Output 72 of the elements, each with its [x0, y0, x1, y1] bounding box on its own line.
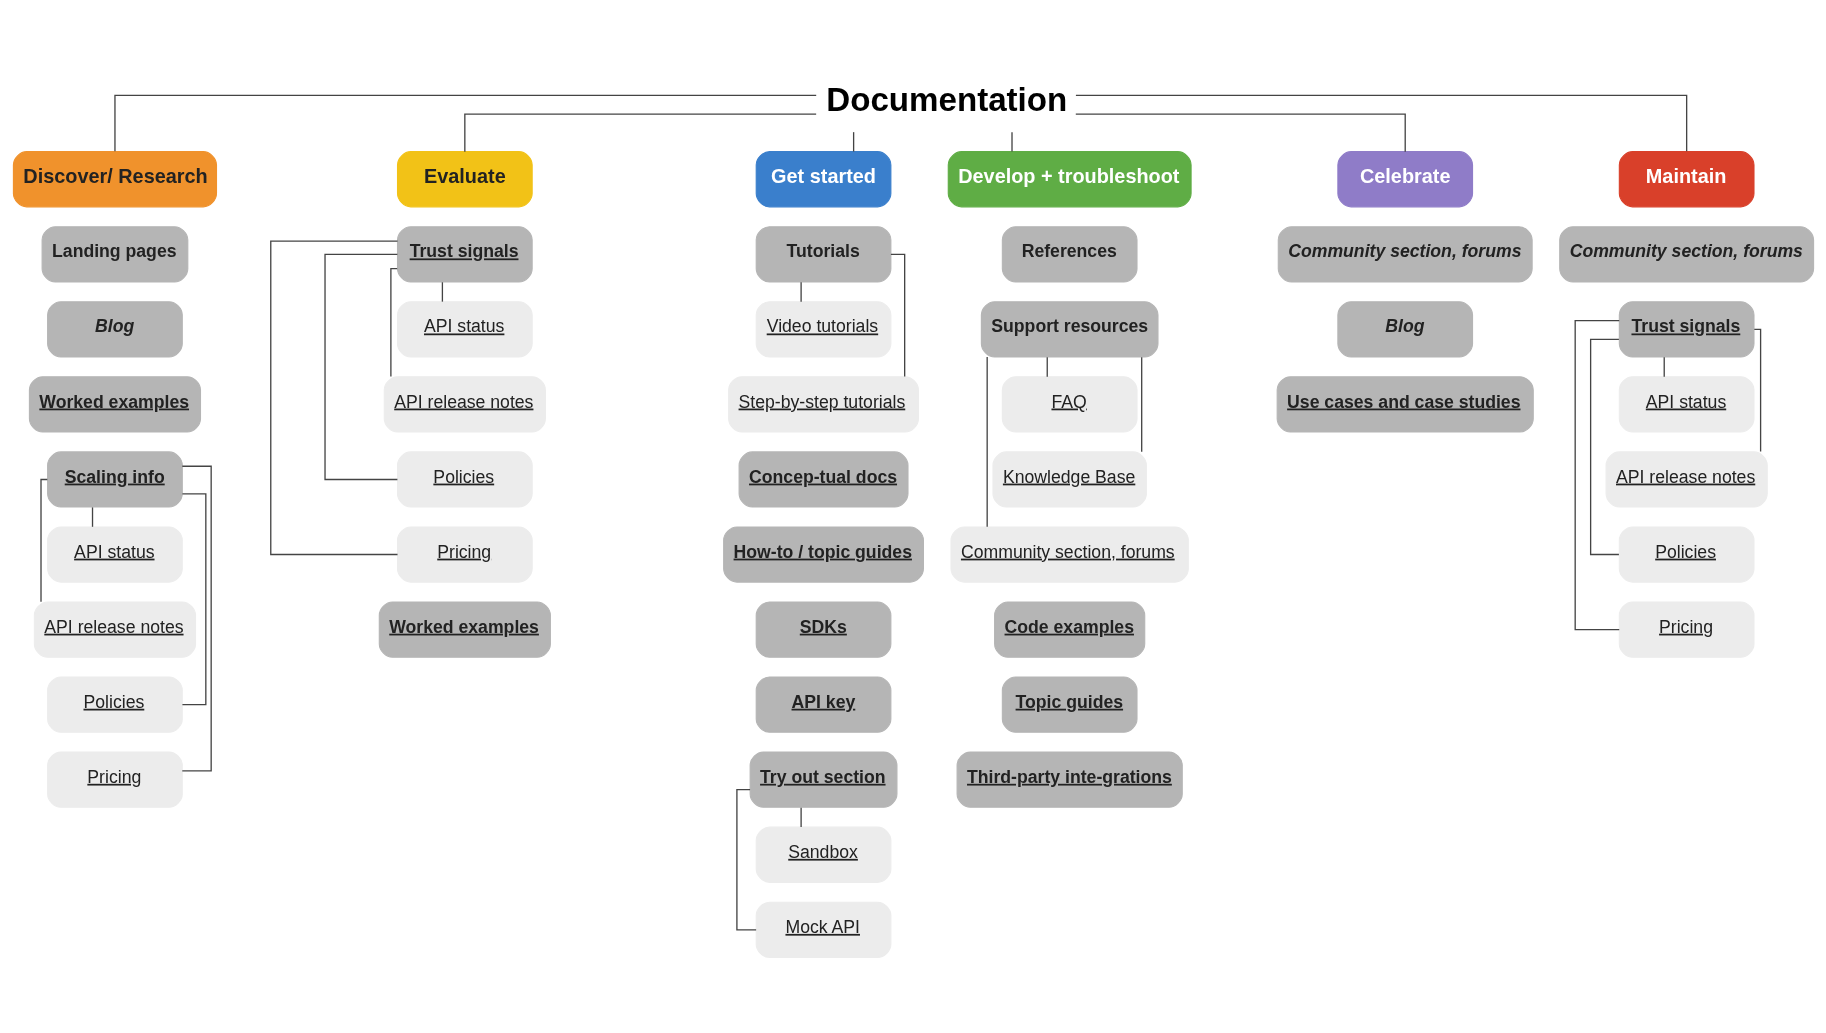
connector — [1074, 94, 1687, 152]
node-box: Blog — [46, 300, 183, 357]
node-box: Sandbox — [755, 826, 891, 883]
connector — [852, 131, 854, 152]
connector — [441, 281, 443, 302]
node-box: Community section, forums — [950, 525, 1189, 583]
node-box: Community section, forums — [1558, 225, 1814, 282]
node-box: FAQ — [1001, 375, 1138, 433]
node-box: Step-by-step tutorials — [727, 375, 919, 433]
node-box: Worked examples — [378, 600, 551, 658]
connector — [181, 465, 212, 771]
node-box: API release notes — [33, 600, 196, 658]
node-box: Trust signals — [396, 225, 533, 282]
node-box: Pricing — [1618, 600, 1755, 658]
connector — [113, 94, 817, 152]
node-box: Policies — [396, 450, 533, 508]
connector — [799, 806, 802, 828]
node-box: API status — [396, 300, 533, 357]
connector — [799, 281, 802, 302]
node-box: Topic guides — [1001, 676, 1138, 733]
connector — [986, 355, 988, 527]
connector — [1010, 131, 1013, 152]
connector — [1574, 319, 1620, 630]
node-box: Get started — [755, 150, 891, 207]
node-box: API release notes — [383, 375, 546, 433]
connector — [889, 253, 905, 377]
node-box: Evaluate — [396, 150, 533, 207]
node-box: Discover/ Research — [12, 150, 217, 207]
node-box: Use cases and case studies — [1276, 375, 1534, 433]
node-box: Blog — [1336, 300, 1473, 357]
connector — [1046, 356, 1048, 377]
node-box: Worked examples — [28, 375, 201, 433]
node-box: Support resources — [980, 300, 1158, 357]
connector — [1074, 113, 1406, 152]
connector — [1753, 328, 1761, 452]
connector — [39, 478, 48, 602]
node-box: API key — [755, 676, 891, 733]
connector — [181, 492, 206, 705]
node-box: API status — [46, 525, 183, 583]
node-box: Pricing — [46, 751, 183, 808]
connector — [91, 506, 93, 527]
node-box: Knowledge Base — [991, 450, 1147, 508]
node-box: API status — [1618, 375, 1755, 433]
node-box: References — [1001, 225, 1138, 282]
connector — [269, 239, 398, 555]
node-box: Develop + troubleshoot — [947, 150, 1192, 207]
connector — [1663, 356, 1665, 377]
connector — [463, 113, 817, 152]
node-box: SDKs — [755, 600, 891, 658]
connector — [389, 267, 398, 377]
node-box: API release notes — [1605, 450, 1768, 508]
connector — [323, 253, 398, 480]
node-box: Celebrate — [1336, 150, 1473, 207]
node-box: Scaling info — [46, 450, 183, 508]
node-box: Trust signals — [1618, 300, 1755, 357]
node-box: Concep-tual docs — [738, 450, 909, 508]
node-box: Mock API — [755, 901, 891, 958]
node-box: Landing pages — [41, 225, 188, 282]
node-box: Policies — [1618, 525, 1755, 583]
connector — [1589, 338, 1620, 555]
node-box: How-to / topic guides — [722, 525, 924, 583]
node-box: Third-party inte-grations — [956, 751, 1183, 808]
node-box: Pricing — [396, 525, 533, 583]
connector — [1140, 356, 1142, 452]
node-box: Policies — [46, 676, 183, 733]
node-box: Code examples — [993, 600, 1145, 658]
node-text: Documentation — [825, 80, 1067, 118]
node-box: Video tutorials — [755, 300, 891, 357]
node-box: Tutorials — [755, 225, 891, 282]
node-box: Maintain — [1618, 150, 1755, 207]
node-box: Try out section — [749, 751, 897, 808]
node-box: Community section, forums — [1277, 225, 1533, 282]
